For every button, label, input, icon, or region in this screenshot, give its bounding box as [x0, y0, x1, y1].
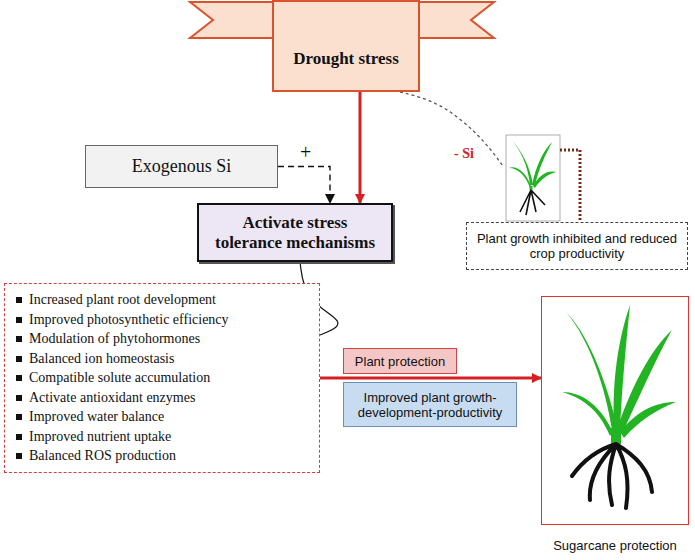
connector [320, 378, 541, 379]
outcome-box: Plant growth inhibited and reduced crop … [466, 222, 688, 270]
banner-box: Drought stress [272, 0, 420, 92]
list-item: Improved water balance [15, 407, 164, 427]
banner-wing [190, 2, 274, 38]
connector-path [560, 150, 580, 222]
result-box: Plant protection [343, 348, 457, 374]
node-text: Improved plant growth-development-produc… [350, 390, 510, 420]
connector [278, 167, 330, 204]
list-item: Improved photosynthetic efficiency [15, 310, 229, 330]
edge-label: + [298, 141, 313, 164]
list-item: Increased plant root development [15, 290, 216, 310]
connector [400, 92, 580, 222]
list-item: Improved nutrient uptake [15, 427, 171, 447]
connector-path [400, 92, 503, 166]
node-text: Activate stress tolerance mechanisms [207, 213, 383, 253]
list-item: Balanced ion homeostasis [15, 349, 174, 369]
list-item: Modulation of phytohormones [15, 329, 200, 349]
connector [360, 92, 361, 203]
node-text: Exogenous Si [132, 156, 232, 177]
node-text: Plant protection [355, 354, 445, 369]
node-text: Plant growth inhibited and reduced crop … [475, 231, 679, 261]
edge-label: - Si [452, 146, 476, 162]
sugarcane-plant [562, 305, 676, 508]
list-item: Compatible solute accumulation [15, 368, 210, 388]
banner-wing [418, 2, 494, 38]
connector-path [359, 92, 362, 203]
small-plant [506, 135, 560, 221]
caption-text: Sugarcane protection [542, 538, 688, 553]
list-item: Activate antioxidant enzymes [15, 388, 195, 408]
connector-path [320, 377, 541, 380]
list-item: Balanced ROS production [15, 446, 176, 466]
result-box: Improved plant growth-development-produc… [343, 382, 517, 427]
plant-frame: Sugarcane protection [541, 296, 689, 525]
process-box: Activate stress tolerance mechanisms [197, 203, 393, 262]
connector-path [278, 167, 330, 204]
mechanism-list: Increased plant root developmentImproved… [4, 283, 320, 473]
node-text: Drought stress [293, 49, 399, 69]
input-box: Exogenous Si [85, 145, 278, 188]
